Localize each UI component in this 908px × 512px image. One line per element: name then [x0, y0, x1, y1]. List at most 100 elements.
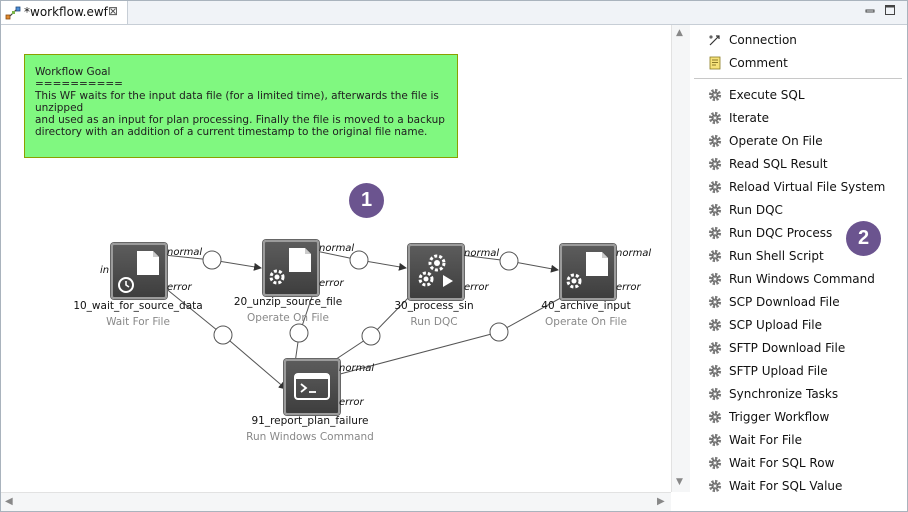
workflow-connections	[163, 250, 567, 392]
port-in-label: in	[100, 265, 110, 276]
connection-icon	[709, 35, 720, 46]
gear-icon	[708, 341, 722, 355]
node-type: Run Windows Command	[246, 431, 374, 443]
palette-item-run-shell-script[interactable]: Run Shell Script	[708, 246, 824, 266]
palette-item-synchronize-tasks[interactable]: Synchronize Tasks	[708, 384, 838, 404]
port-normal-label: normal	[339, 363, 375, 374]
condition-node	[499, 251, 519, 271]
gear-icon	[708, 410, 722, 424]
note-text: Workflow Goal ========== This WF waits f…	[35, 66, 445, 138]
palette-item-label: Execute SQL	[729, 88, 805, 102]
palette-item-run-dqc[interactable]: Run DQC	[708, 200, 783, 220]
task-node-operate-on-file[interactable]	[560, 244, 616, 300]
horizontal-scrollbar[interactable]: ◀ ▶	[1, 492, 671, 511]
palette-item-label: SFTP Upload File	[729, 364, 828, 378]
node-type: Operate On File	[545, 316, 627, 328]
gear-icon	[708, 479, 722, 493]
scroll-right-icon[interactable]: ▶	[657, 496, 665, 507]
workflow-canvas[interactable]: Workflow Goal ========== This WF waits f…	[1, 25, 671, 492]
port-error-label: error	[464, 282, 489, 293]
workflow-goal-note[interactable]: Workflow Goal ========== This WF waits f…	[24, 54, 458, 158]
palette-item-sftp-download-file[interactable]: SFTP Download File	[708, 338, 845, 358]
palette-item-label: Comment	[729, 56, 788, 70]
tab-bar: *workflow.ewf ⊠	[1, 1, 907, 25]
condition-node	[349, 250, 369, 270]
node-type: Run DQC	[410, 316, 458, 328]
palette-item-sftp-upload-file[interactable]: SFTP Upload File	[708, 361, 828, 381]
gear-icon	[708, 318, 722, 332]
node-name: 20_unzip_source_file	[233, 296, 343, 308]
node-name: 40_archive_input	[541, 300, 631, 312]
task-node-wait-for-file[interactable]	[111, 243, 167, 299]
gear-file-icon	[269, 248, 311, 285]
palette-item-label: Connection	[729, 33, 797, 47]
palette-item-scp-download-file[interactable]: SCP Download File	[708, 292, 840, 312]
gears-play-icon	[418, 254, 453, 287]
gear-icon	[708, 111, 722, 125]
task-node-operate-on-file[interactable]	[263, 240, 319, 296]
port-error-label: error	[319, 278, 344, 289]
tab-title: *workflow.ewf	[24, 5, 108, 19]
palette-item-label: Trigger Workflow	[729, 410, 830, 424]
palette-item-run-dqc-process[interactable]: Run DQC Process	[708, 223, 832, 243]
palette-item-read-sql-result[interactable]: Read SQL Result	[708, 154, 828, 174]
scroll-down-icon[interactable]: ▼	[676, 477, 683, 487]
palette-item-label: Run Shell Script	[729, 249, 824, 263]
gear-icon	[708, 226, 722, 240]
port-normal-label: normal	[319, 243, 355, 254]
palette-item-label: Wait For SQL Value	[729, 479, 843, 493]
palette-item-execute-sql[interactable]: Execute SQL	[708, 85, 805, 105]
task-node-run-windows-command[interactable]	[284, 359, 340, 415]
palette-item-iterate[interactable]: Iterate	[708, 108, 769, 128]
port-normal-label: normal	[464, 248, 500, 259]
palette-item-label: Reload Virtual File System	[729, 180, 886, 194]
palette-item-wait-for-sql-row[interactable]: Wait For SQL Row	[708, 453, 834, 473]
palette-item-label: Wait For SQL Row	[729, 456, 835, 470]
scroll-up-icon[interactable]: ▲	[676, 28, 683, 38]
condition-node	[213, 325, 233, 345]
palette-item-trigger-workflow[interactable]: Trigger Workflow	[708, 407, 829, 427]
palette-item-label: Run Windows Command	[729, 272, 875, 286]
node-name: 10_wait_for_source_data	[73, 300, 203, 312]
palette-item-connection[interactable]: Connection	[708, 30, 797, 50]
scroll-left-icon[interactable]: ◀	[5, 496, 13, 507]
node-name: 91_report_plan_failure	[251, 415, 369, 427]
palette-item-label: SCP Upload File	[729, 318, 822, 332]
palette-item-comment[interactable]: Comment	[708, 53, 788, 73]
palette-item-wait-for-sql-value[interactable]: Wait For SQL Value	[708, 476, 842, 496]
close-icon[interactable]: ⊠	[108, 4, 119, 18]
maximize-icon[interactable]	[885, 5, 895, 15]
tab-workflow[interactable]: *workflow.ewf ⊠	[1, 1, 128, 24]
palette-item-label: Wait For File	[729, 433, 802, 447]
palette-item-reload-virtual-file-system[interactable]: Reload Virtual File System	[708, 177, 885, 197]
palette-item-label: Iterate	[729, 111, 770, 125]
gear-file-icon	[566, 252, 608, 289]
gear-icon	[708, 295, 722, 309]
gear-icon	[708, 456, 722, 470]
palette-item-run-windows-command[interactable]: Run Windows Command	[708, 269, 875, 289]
callout-marker-1: 1	[349, 183, 384, 218]
palette-item-label: SCP Download File	[729, 295, 840, 309]
palette-item-wait-for-file[interactable]: Wait For File	[708, 430, 802, 450]
condition-node	[202, 250, 222, 270]
gear-icon	[708, 180, 722, 194]
vertical-scrollbar[interactable]: ▲ ▼	[671, 25, 690, 492]
port-normal-label: normal	[167, 247, 203, 258]
condition-node	[361, 326, 381, 346]
port-error-label: error	[167, 282, 192, 293]
workflow-icon	[5, 6, 21, 20]
task-node-run-dqc[interactable]	[408, 244, 464, 300]
palette-item-operate-on-file[interactable]: Operate On File	[708, 131, 823, 151]
gear-icon	[708, 387, 722, 401]
palette-item-label: Synchronize Tasks	[729, 387, 839, 401]
gear-icon	[708, 364, 722, 378]
palette-item-label: Operate On File	[729, 134, 823, 148]
callout-marker-2: 2	[846, 221, 881, 256]
minimize-icon[interactable]	[865, 6, 875, 16]
palette-item-scp-upload-file[interactable]: SCP Upload File	[708, 315, 822, 335]
palette-item-label: Run DQC Process	[729, 226, 833, 240]
node-type: Wait For File	[106, 316, 170, 328]
condition-node	[489, 322, 509, 342]
